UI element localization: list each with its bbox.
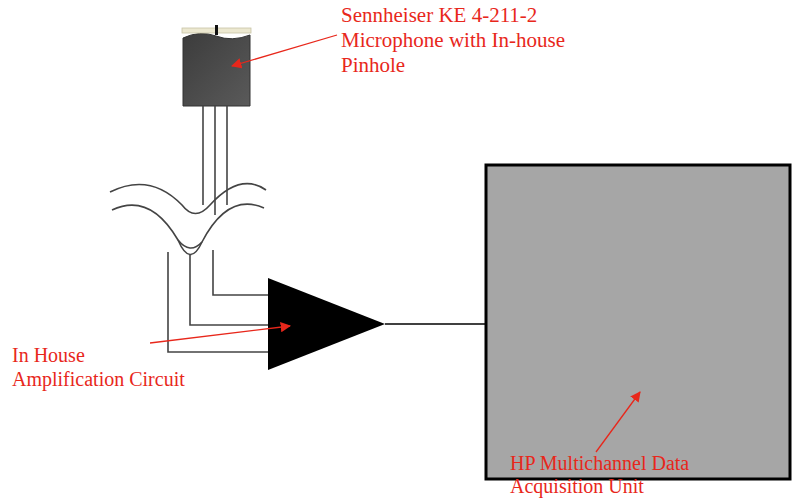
amplifier-symbol: [268, 278, 385, 370]
daq-unit: [486, 165, 790, 479]
pinhole: [215, 25, 218, 35]
microphone: [182, 25, 251, 106]
callout-label: Sennheiser KE 4-211-2 Microphone with In…: [341, 3, 591, 78]
cable-break: [110, 184, 266, 255]
wires: [168, 106, 268, 352]
callout-label: In House Amplification Circuit: [12, 343, 200, 391]
leader-lines: [150, 35, 640, 452]
callout-label: HP Multichannel Data Acquisition Unit: [510, 452, 740, 498]
output-wire: [385, 323, 486, 325]
